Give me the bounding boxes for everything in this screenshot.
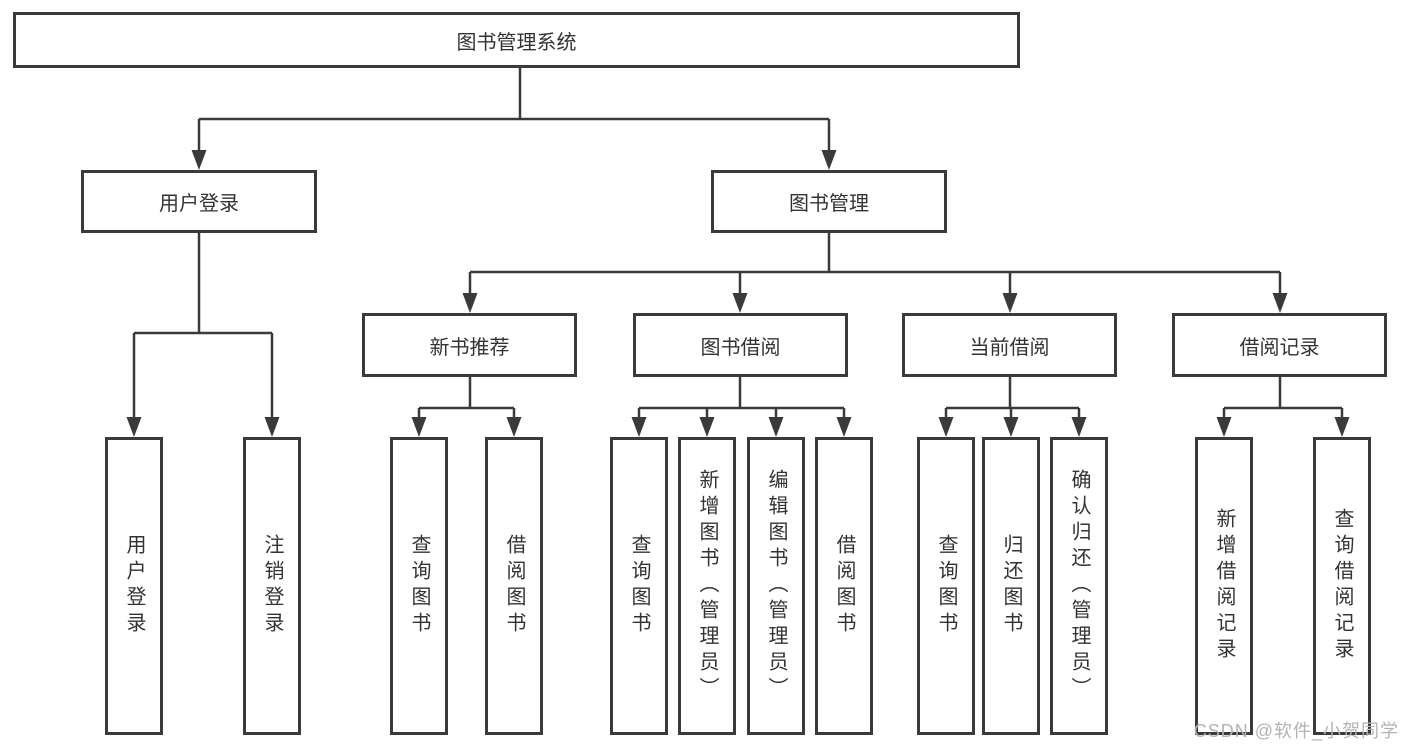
node-current-borrowing: 当前借阅	[902, 313, 1117, 377]
leaf-query-borrow-record: 查询借阅记录	[1313, 437, 1371, 735]
leaf-borrow-books-borrowing: 借阅图书	[815, 437, 873, 735]
node-book-management: 图书管理	[711, 170, 947, 233]
leaf-confirm-return-admin: 确认归还（管理员）	[1050, 437, 1108, 735]
node-label: 用户登录	[123, 534, 145, 638]
arrowheads	[126, 150, 1350, 437]
node-label: 查询图书	[408, 534, 430, 638]
leaf-return-books: 归还图书	[982, 437, 1040, 735]
node-label: 图书管理系统	[456, 31, 577, 54]
node-label: 查询图书	[628, 534, 650, 638]
node-label: 借阅图书	[833, 534, 855, 638]
node-label: 当前借阅	[969, 336, 1050, 359]
node-label: 图书管理	[789, 193, 869, 215]
node-label: 图书借阅	[700, 336, 781, 359]
leaf-add-books-admin: 新增图书（管理员）	[678, 437, 736, 735]
leaf-edit-books-admin: 编辑图书（管理员）	[747, 437, 805, 735]
node-label: 新增图书（管理员）	[696, 469, 718, 703]
node-label: 查询图书	[935, 534, 957, 638]
node-label: 注销登录	[261, 534, 283, 638]
node-label: 用户登录	[159, 193, 239, 215]
node-label: 新书推荐	[429, 336, 510, 359]
node-new-book-recommendation: 新书推荐	[362, 313, 577, 377]
node-borrowing-records: 借阅记录	[1172, 313, 1387, 377]
leaf-logout: 注销登录	[243, 437, 301, 735]
leaf-borrow-books-recommend: 借阅图书	[485, 437, 543, 735]
leaf-query-books-borrowing: 查询图书	[610, 437, 668, 735]
node-label: 编辑图书（管理员）	[765, 469, 787, 703]
node-label: 确认归还（管理员）	[1068, 469, 1090, 703]
node-user-login: 用户登录	[81, 170, 317, 233]
node-label: 查询借阅记录	[1331, 508, 1353, 664]
leaf-query-books-recommend: 查询图书	[390, 437, 448, 735]
node-label: 新增借阅记录	[1213, 508, 1235, 664]
node-book-borrowing: 图书借阅	[633, 313, 848, 377]
leaf-query-books-current: 查询图书	[917, 437, 975, 735]
node-library-management-system: 图书管理系统	[13, 12, 1020, 68]
leaf-user-login: 用户登录	[105, 437, 163, 735]
leaf-add-borrow-record: 新增借阅记录	[1195, 437, 1253, 735]
node-label: 借阅图书	[503, 534, 525, 638]
node-label: 借阅记录	[1239, 336, 1320, 359]
node-label: 归还图书	[1000, 534, 1022, 638]
